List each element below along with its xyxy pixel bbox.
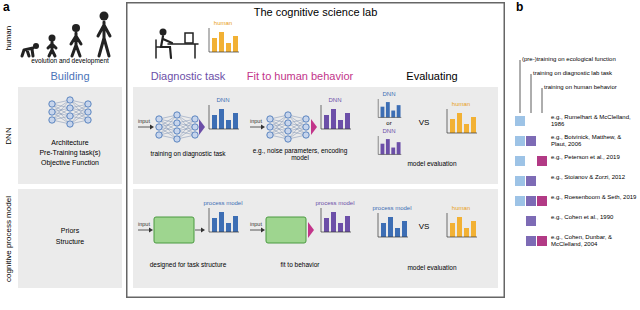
panel-letter: b: [516, 1, 523, 15]
reference-text: e.g., Roesenboom & Seth, 2019: [551, 194, 637, 201]
study-tree-lines: [520, 60, 542, 113]
chart-title: process model: [315, 200, 354, 207]
panel-caption: training on diagnostic task: [133, 150, 243, 157]
box-title: The cognitive science lab: [156, 6, 476, 19]
dnn-row-art: [133, 87, 498, 184]
dnn-panel: training on diagnostic task e.g., noise p…: [133, 87, 498, 184]
chart-title: DNN: [383, 128, 396, 135]
panel-text: Architecture: [20, 139, 120, 147]
chart-title: process model: [372, 205, 411, 212]
column-header: Fit to human behavior: [247, 70, 353, 83]
panel-letter: a: [3, 1, 10, 15]
panel-text: Pre-Training task(s): [20, 149, 120, 157]
reference-text: e.g., Cohen et al., 1990: [551, 214, 637, 221]
reference-text: e.g., Cohen, Dunbar, & McClelland, 2004: [551, 234, 637, 248]
row-label: human: [4, 26, 13, 50]
versus-label: VS: [419, 118, 430, 127]
network-icon: [18, 87, 122, 184]
building-panel: ArchitecturePre-Training task(s) Objectiv…: [18, 87, 122, 184]
chart-title: human: [452, 205, 470, 212]
building-panel: PriorsStructure: [18, 189, 122, 288]
chart-title: DNN: [217, 97, 230, 104]
lab-box: The cognitive science lab training on di…: [126, 2, 505, 298]
reference-text: e.g., Rumelhart & McClelland, 1986: [551, 114, 637, 128]
chart-title: human: [214, 20, 232, 27]
column-header: Building: [50, 70, 89, 83]
reference-text: e.g., Stoianov & Zorzi, 2012: [551, 174, 637, 181]
row-label: cognitive process model: [4, 196, 13, 282]
column-key: training on diagnostic lab task: [533, 70, 612, 77]
panel-caption: model evaluation: [377, 264, 487, 271]
row-label: DNN: [4, 127, 13, 144]
study-squares: [515, 116, 547, 246]
column-header: Diagnostic task: [151, 70, 226, 83]
input-label: input: [138, 118, 150, 124]
chart-title: DNN: [383, 91, 396, 98]
panel-text: Structure: [20, 238, 120, 246]
panel-caption: designed for task structure: [133, 261, 243, 268]
evolution-figures: [22, 12, 110, 57]
panel-text: Objective Function: [20, 159, 120, 167]
chart-title: DNN: [329, 97, 342, 104]
chart-title: human: [452, 101, 470, 108]
input-label: input: [250, 221, 262, 227]
chart-title: process model: [203, 200, 242, 207]
versus-label: VS: [419, 222, 430, 231]
panel-caption: e.g., noise parameters, encoding model: [250, 147, 350, 162]
reference-text: e.g., Peterson et al., 2019: [551, 154, 637, 161]
input-label: input: [250, 118, 262, 124]
input-label: input: [138, 221, 150, 227]
column-key: training on human behavior: [544, 84, 617, 91]
panel-caption: model evaluation: [377, 160, 487, 167]
column-key: (pre-)training on ecological function: [522, 56, 616, 63]
connector-word: or: [386, 120, 391, 127]
panel-caption: fit to behavior: [250, 261, 350, 268]
reference-text: e.g., Botvinick, Matthew, & Plaut, 2006: [551, 134, 637, 148]
column-header: Evaluating: [406, 70, 457, 83]
panel-text: Priors: [20, 227, 120, 235]
caption-text: evolution and development: [31, 57, 109, 64]
